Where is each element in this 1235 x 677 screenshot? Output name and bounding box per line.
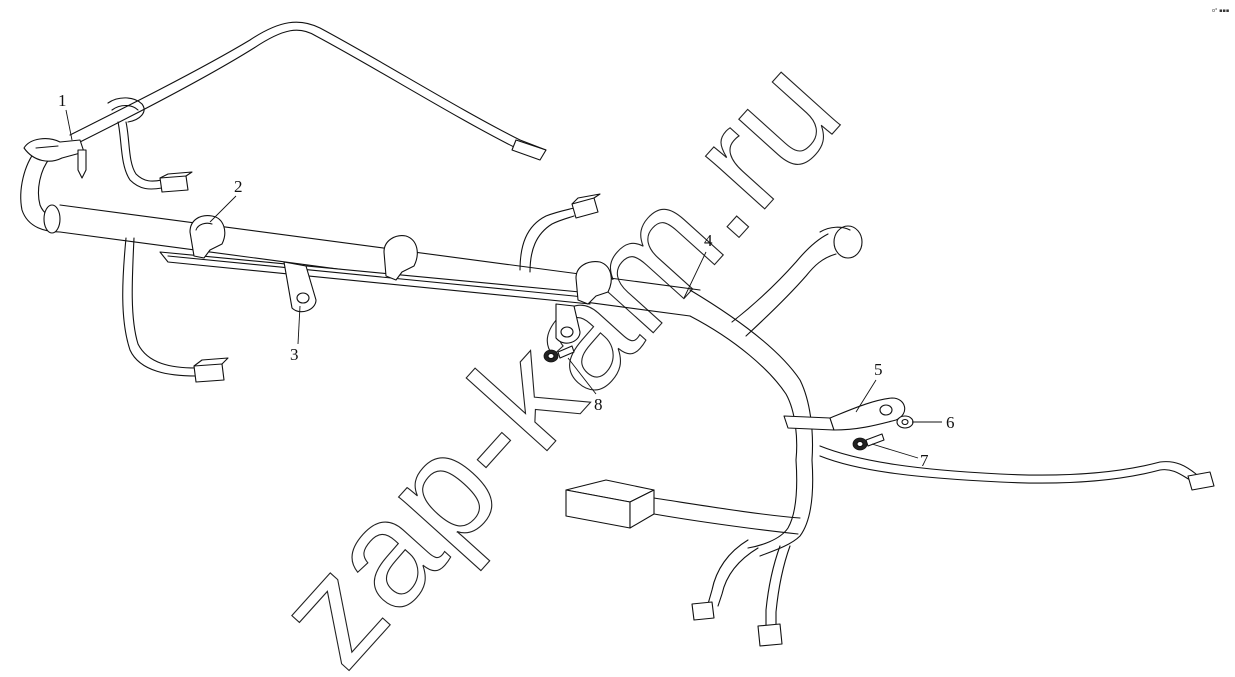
svg-text:1: 1 [58, 91, 67, 110]
svg-text:4: 4 [704, 231, 713, 250]
bracket-hanging-right [555, 303, 581, 344]
callout-5: 5 [855, 360, 883, 413]
clip-middle [383, 235, 418, 281]
corner-mark: o° ▪▪▪ [1212, 8, 1229, 14]
lower-left-wire [122, 237, 229, 383]
nut-bolt-8 [543, 345, 575, 363]
svg-text:3: 3 [290, 345, 299, 364]
bracket-3 [283, 261, 317, 313]
svg-text:8: 8 [594, 395, 603, 414]
clip-1 [23, 138, 87, 179]
nut-6 [896, 415, 914, 429]
short-branch-wire [117, 121, 193, 193]
callout-3: 3 [290, 305, 301, 364]
upper-loop [107, 97, 145, 123]
callout-8: 8 [567, 357, 603, 414]
callout-2: 2 [209, 177, 243, 223]
watermark: zap-kam.ru [244, 26, 871, 677]
nut-bolt-7 [852, 433, 885, 451]
svg-text:7: 7 [920, 451, 929, 470]
large-connector [565, 479, 801, 535]
clip-2 [189, 215, 226, 259]
clip-5 [783, 397, 906, 431]
mounting-bar [159, 251, 591, 305]
svg-text:5: 5 [874, 360, 883, 379]
clip-right [575, 261, 612, 305]
callout-7: 7 [871, 443, 929, 470]
callout-4: 4 [683, 231, 713, 299]
svg-text:2: 2 [234, 177, 243, 196]
upper-wire [69, 21, 547, 161]
right-upper-branch [731, 225, 863, 337]
middle-up-wire [519, 193, 601, 273]
callout-6: 6 [912, 413, 955, 432]
callout-1: 1 [58, 91, 73, 141]
svg-text:6: 6 [946, 413, 955, 432]
lower-branch-wires [691, 459, 814, 647]
long-right-wire [819, 445, 1215, 491]
